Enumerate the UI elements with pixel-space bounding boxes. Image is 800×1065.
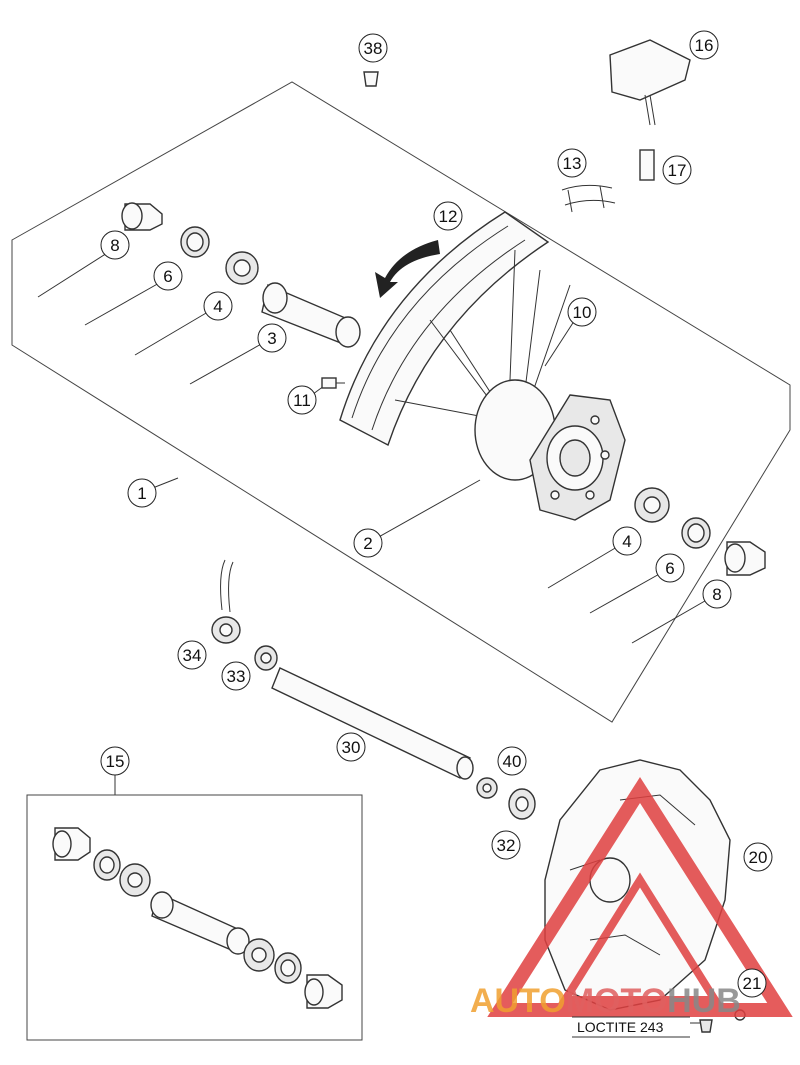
- watermark-part3: HUB: [667, 982, 741, 1020]
- callout-40: 40: [497, 746, 527, 776]
- spacer-right-part: [724, 541, 766, 576]
- hub-part: [474, 379, 626, 521]
- valve-cap-part: [363, 71, 379, 87]
- callout-8-left: 8: [100, 230, 130, 260]
- nipple-part: [321, 377, 345, 389]
- callout-13-label: 13: [563, 154, 582, 173]
- bearing-right-part: [634, 487, 670, 523]
- loctite-note: LOCTITE 243: [572, 1016, 690, 1038]
- callout-3-label: 3: [267, 329, 276, 348]
- callout-40-label: 40: [503, 752, 522, 771]
- callout-4-right: 4: [612, 526, 642, 556]
- callout-6-right-label: 6: [665, 559, 674, 578]
- callout-4-right-label: 4: [622, 532, 631, 551]
- callout-15-label: 15: [106, 752, 125, 771]
- callouts: 1 2 3 4 4 6 6 8 8 10 11 12 13 15 16 17 2…: [100, 30, 773, 998]
- callout-2-label: 2: [363, 534, 372, 553]
- callout-30: 30: [336, 732, 366, 762]
- rotation-arrow-icon: [375, 240, 440, 298]
- callout-10: 10: [567, 297, 597, 327]
- spacer-left-part: [121, 202, 163, 231]
- rim-tape-part: [561, 184, 616, 213]
- loctite-label: LOCTITE 243: [577, 1019, 664, 1035]
- rim-lock-part: [609, 39, 691, 126]
- callout-21-label: 21: [743, 974, 762, 993]
- repair-kit-frame: [26, 794, 363, 1041]
- callout-21: 21: [737, 968, 767, 998]
- callout-6-left-label: 6: [163, 267, 172, 286]
- callout-16: 16: [689, 30, 719, 60]
- callout-1: 1: [127, 478, 157, 508]
- callout-17-label: 17: [668, 161, 687, 180]
- callout-6-left: 6: [153, 261, 183, 291]
- axle-nut-part: [508, 788, 536, 820]
- callout-10-label: 10: [573, 303, 592, 322]
- callout-8-right-label: 8: [712, 585, 721, 604]
- callout-11: 11: [287, 385, 317, 415]
- watermark-text: AUTOMOTOHUB: [470, 982, 741, 1020]
- callout-12-label: 12: [439, 207, 458, 226]
- seal-right-part: [681, 517, 711, 549]
- callout-34: 34: [177, 640, 207, 670]
- callout-33-label: 33: [227, 667, 246, 686]
- callout-8-left-label: 8: [110, 236, 119, 255]
- rim-part: [339, 211, 550, 446]
- callout-13: 13: [557, 148, 587, 178]
- callout-32-label: 32: [497, 836, 516, 855]
- callout-3: 3: [257, 323, 287, 353]
- callout-1-label: 1: [137, 484, 146, 503]
- watermark-part2: MOTO: [566, 982, 667, 1020]
- seal-left-part: [180, 226, 210, 258]
- washer-part: [476, 777, 498, 799]
- callout-8-right: 8: [702, 579, 732, 609]
- callout-32: 32: [491, 830, 521, 860]
- callout-11-label: 11: [293, 391, 311, 410]
- callout-17: 17: [662, 155, 692, 185]
- callout-20: 20: [743, 842, 773, 872]
- callout-4-left: 4: [203, 291, 233, 321]
- callout-2: 2: [353, 528, 383, 558]
- repair-kit-parts: [52, 827, 343, 1009]
- callout-34-label: 34: [183, 646, 202, 665]
- axle-seal-part: [254, 645, 278, 671]
- assembly-frame: [11, 81, 791, 723]
- callout-20-label: 20: [749, 848, 768, 867]
- callout-12: 12: [433, 201, 463, 231]
- watermark-logo: [487, 776, 793, 1017]
- nut-part: [639, 149, 655, 181]
- callout-6-right: 6: [655, 553, 685, 583]
- axle-clamp-part: [211, 559, 241, 644]
- callout-38-label: 38: [364, 39, 383, 58]
- callout-16-label: 16: [695, 36, 714, 55]
- callout-15: 15: [100, 746, 130, 776]
- callout-30-label: 30: [342, 738, 361, 757]
- bearing-left-part: [225, 251, 259, 285]
- watermark-part1: AUTO: [470, 982, 566, 1020]
- callout-4-left-label: 4: [213, 297, 222, 316]
- distance-sleeve-part: [261, 282, 361, 348]
- callout-38: 38: [358, 33, 388, 63]
- axle-part: [271, 667, 474, 780]
- callout-33: 33: [221, 661, 251, 691]
